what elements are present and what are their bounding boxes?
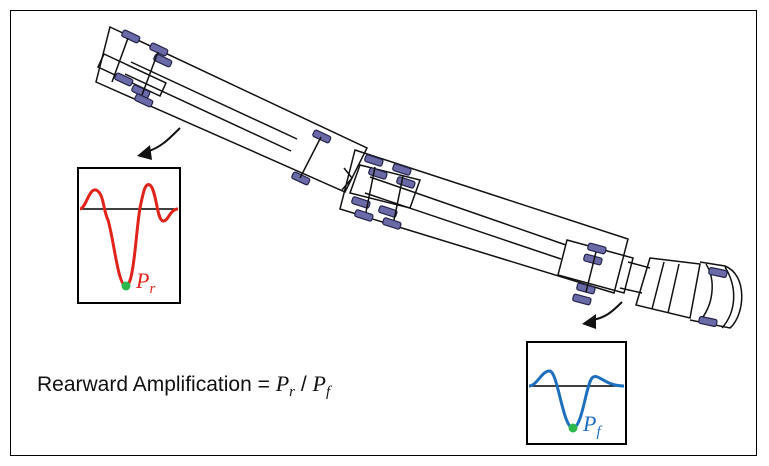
rear-response-plot: Pr: [77, 167, 181, 304]
rearward-amplification-equation: Rearward Amplification = Pr / Pf: [37, 371, 332, 400]
rear-peak-marker: [121, 281, 131, 291]
front-peak-marker: [568, 423, 578, 433]
tractor-tires: [698, 266, 728, 328]
tractor: [619, 257, 743, 329]
diagram-frame: [10, 10, 757, 456]
lead-trailer: [339, 149, 634, 306]
rear-peak-label: Pr: [135, 268, 155, 297]
rear-arrow: [137, 127, 181, 160]
rear-response-curve: [79, 183, 179, 288]
front-response-plot: Pf: [526, 341, 627, 445]
front-peak-label: Pf: [582, 411, 602, 440]
front-arrow: [582, 301, 623, 329]
lead-trailer-tires: [351, 154, 607, 306]
rear-trailer-tires: [114, 29, 332, 186]
rear-trailer: [95, 25, 369, 193]
